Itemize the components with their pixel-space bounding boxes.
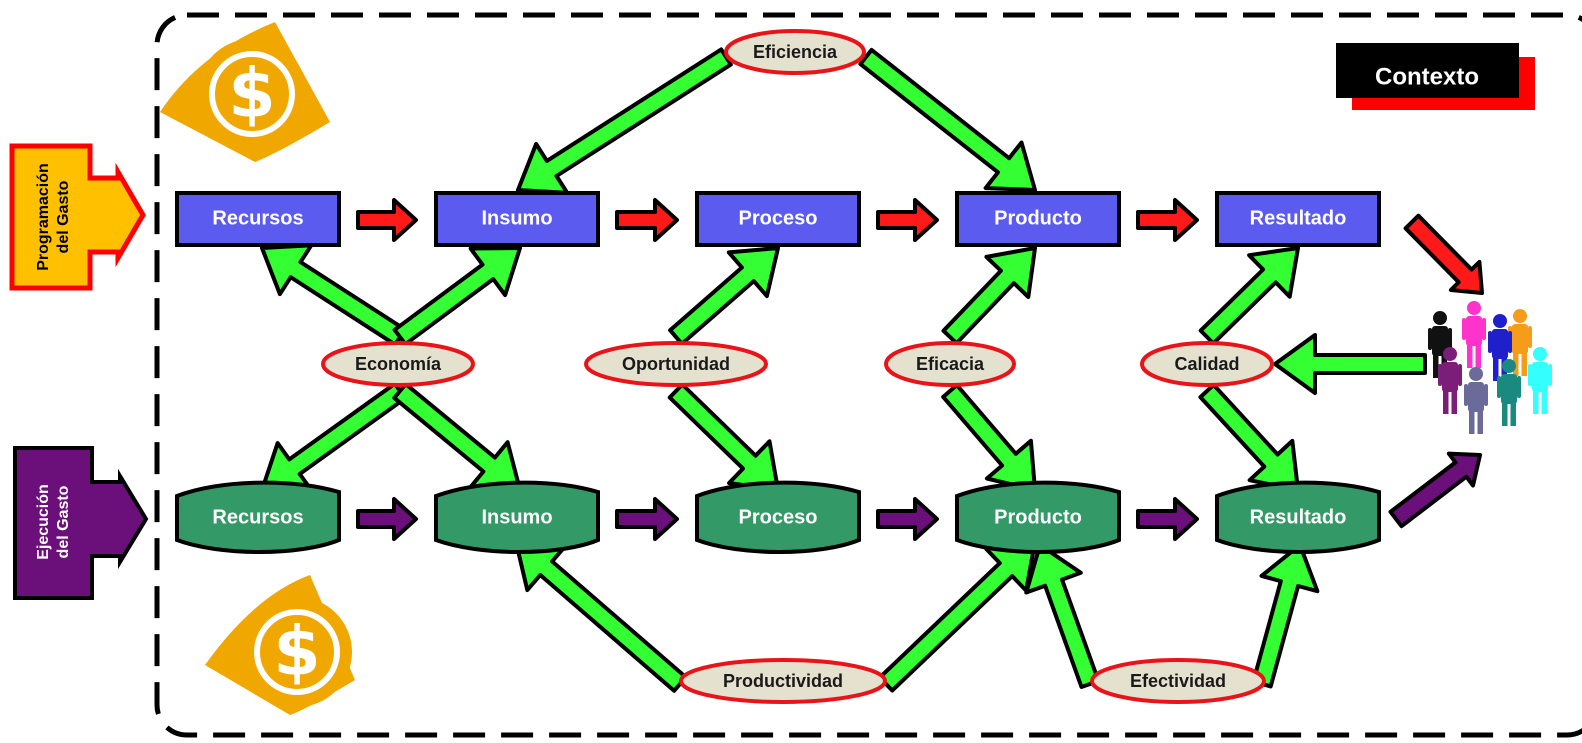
calidad-to-executed-resultado-arrow [1198, 382, 1300, 492]
economia-to-executed-recursos-arrow [260, 381, 408, 493]
svg-text:Oportunidad: Oportunidad [622, 354, 730, 374]
executed-recursos-box: Recursos [175, 480, 341, 554]
economia-to-planned-insumo-arrow [392, 246, 522, 347]
economia-to-executed-insumo-arrow [392, 382, 522, 492]
executed-flow-arrow-3 [876, 497, 939, 541]
programacion-side-label: Programación del Gasto [9, 143, 146, 291]
svg-text:Eficiencia: Eficiencia [753, 42, 838, 62]
planned-flow-arrow-3 [876, 198, 939, 242]
executed-flow-arrow-2 [615, 497, 679, 541]
svg-text:Resultado: Resultado [1250, 506, 1347, 528]
planned-flow-arrow-2 [615, 198, 679, 242]
svg-text:Proceso: Proceso [739, 506, 818, 528]
indicator-efectividad: Efectividad [1090, 658, 1266, 704]
svg-text:Eficacia: Eficacia [916, 354, 985, 374]
svg-text:Insumo: Insumo [481, 207, 552, 229]
executed-insumo-box: Insumo [434, 480, 600, 554]
indicator-productividad: Productividad [679, 658, 887, 704]
svg-text:Programación: Programación [35, 163, 52, 271]
green-indicator-arrows [260, 47, 1427, 693]
svg-text:Economía: Economía [355, 354, 442, 374]
svg-text:Calidad: Calidad [1174, 354, 1239, 374]
svg-text:Recursos: Recursos [212, 207, 303, 229]
flow-arrows [356, 198, 1484, 541]
planned-producto-box: Producto [955, 191, 1121, 247]
eficiencia-to-producto-arrow [858, 47, 1037, 192]
executed-flow-arrow-1 [356, 497, 418, 541]
ejecucion-side-label: Ejecución del Gasto [13, 446, 149, 600]
executed-resultado-to-people-arrow [1388, 451, 1482, 529]
planned-resultado-box: Resultado [1215, 191, 1381, 247]
svg-text:del Gasto: del Gasto [55, 485, 72, 558]
executed-producto-box: Producto [955, 480, 1121, 554]
svg-text:Insumo: Insumo [481, 506, 552, 528]
oportunidad-to-planned-proceso-arrow [668, 246, 780, 346]
productividad-to-producto-arrow [877, 540, 1037, 693]
indicator-oportunidad: Oportunidad [584, 341, 768, 387]
planned-flow-arrow-4 [1136, 198, 1199, 242]
money-icon: $ [205, 575, 355, 715]
svg-text:Producto: Producto [994, 207, 1082, 229]
indicator-eficiencia: Eficiencia [724, 29, 866, 75]
svg-text:$: $ [273, 613, 320, 692]
eficiencia-to-insumo-arrow [516, 47, 733, 195]
calidad-to-planned-resultado-arrow [1198, 246, 1300, 346]
planned-insumo-box: Insumo [434, 191, 600, 247]
eficacia-to-planned-producto-arrow [941, 246, 1037, 346]
planned-flow-arrow-1 [356, 198, 418, 242]
eficacia-to-executed-producto-arrow [941, 383, 1037, 492]
svg-text:Producto: Producto [994, 506, 1082, 528]
indicator-calidad: Calidad [1140, 341, 1274, 387]
planned-recursos-box: Recursos [175, 191, 341, 247]
people-to-calidad-arrow [1273, 333, 1427, 395]
planned-row: Recursos Insumo Proceso Producto Resulta… [175, 191, 1381, 247]
efectividad-to-producto-arrow [1024, 543, 1101, 689]
indicator-eficacia: Eficacia [884, 341, 1016, 387]
svg-text:Contexto: Contexto [1375, 63, 1479, 90]
svg-text:Productividad: Productividad [723, 671, 843, 691]
svg-text:Efectividad: Efectividad [1130, 671, 1226, 691]
productividad-to-insumo-arrow [514, 540, 688, 693]
people-group-icon [1428, 301, 1552, 434]
indicator-economia: Economía [321, 341, 475, 387]
planned-proceso-box: Proceso [695, 191, 861, 247]
context-label: Contexto [1336, 43, 1535, 110]
oportunidad-to-executed-proceso-arrow [667, 382, 780, 492]
svg-text:Resultado: Resultado [1250, 207, 1347, 229]
efectividad-to-resultado-arrow [1251, 543, 1320, 689]
svg-text:Ejecución: Ejecución [35, 484, 52, 560]
svg-text:Recursos: Recursos [212, 506, 303, 528]
svg-text:del Gasto: del Gasto [55, 180, 72, 253]
context-boundary [154, 12, 1582, 738]
svg-text:Proceso: Proceso [739, 207, 818, 229]
economia-to-planned-recursos-arrow [260, 243, 407, 347]
svg-text:$: $ [228, 55, 275, 134]
executed-row: Recursos Insumo Proceso Producto Resulta… [175, 480, 1381, 554]
executed-proceso-box: Proceso [695, 480, 861, 554]
executed-flow-arrow-4 [1136, 497, 1199, 541]
executed-resultado-box: Resultado [1215, 480, 1381, 554]
money-icon: $ [160, 22, 330, 162]
planned-resultado-to-people-arrow [1403, 213, 1484, 295]
